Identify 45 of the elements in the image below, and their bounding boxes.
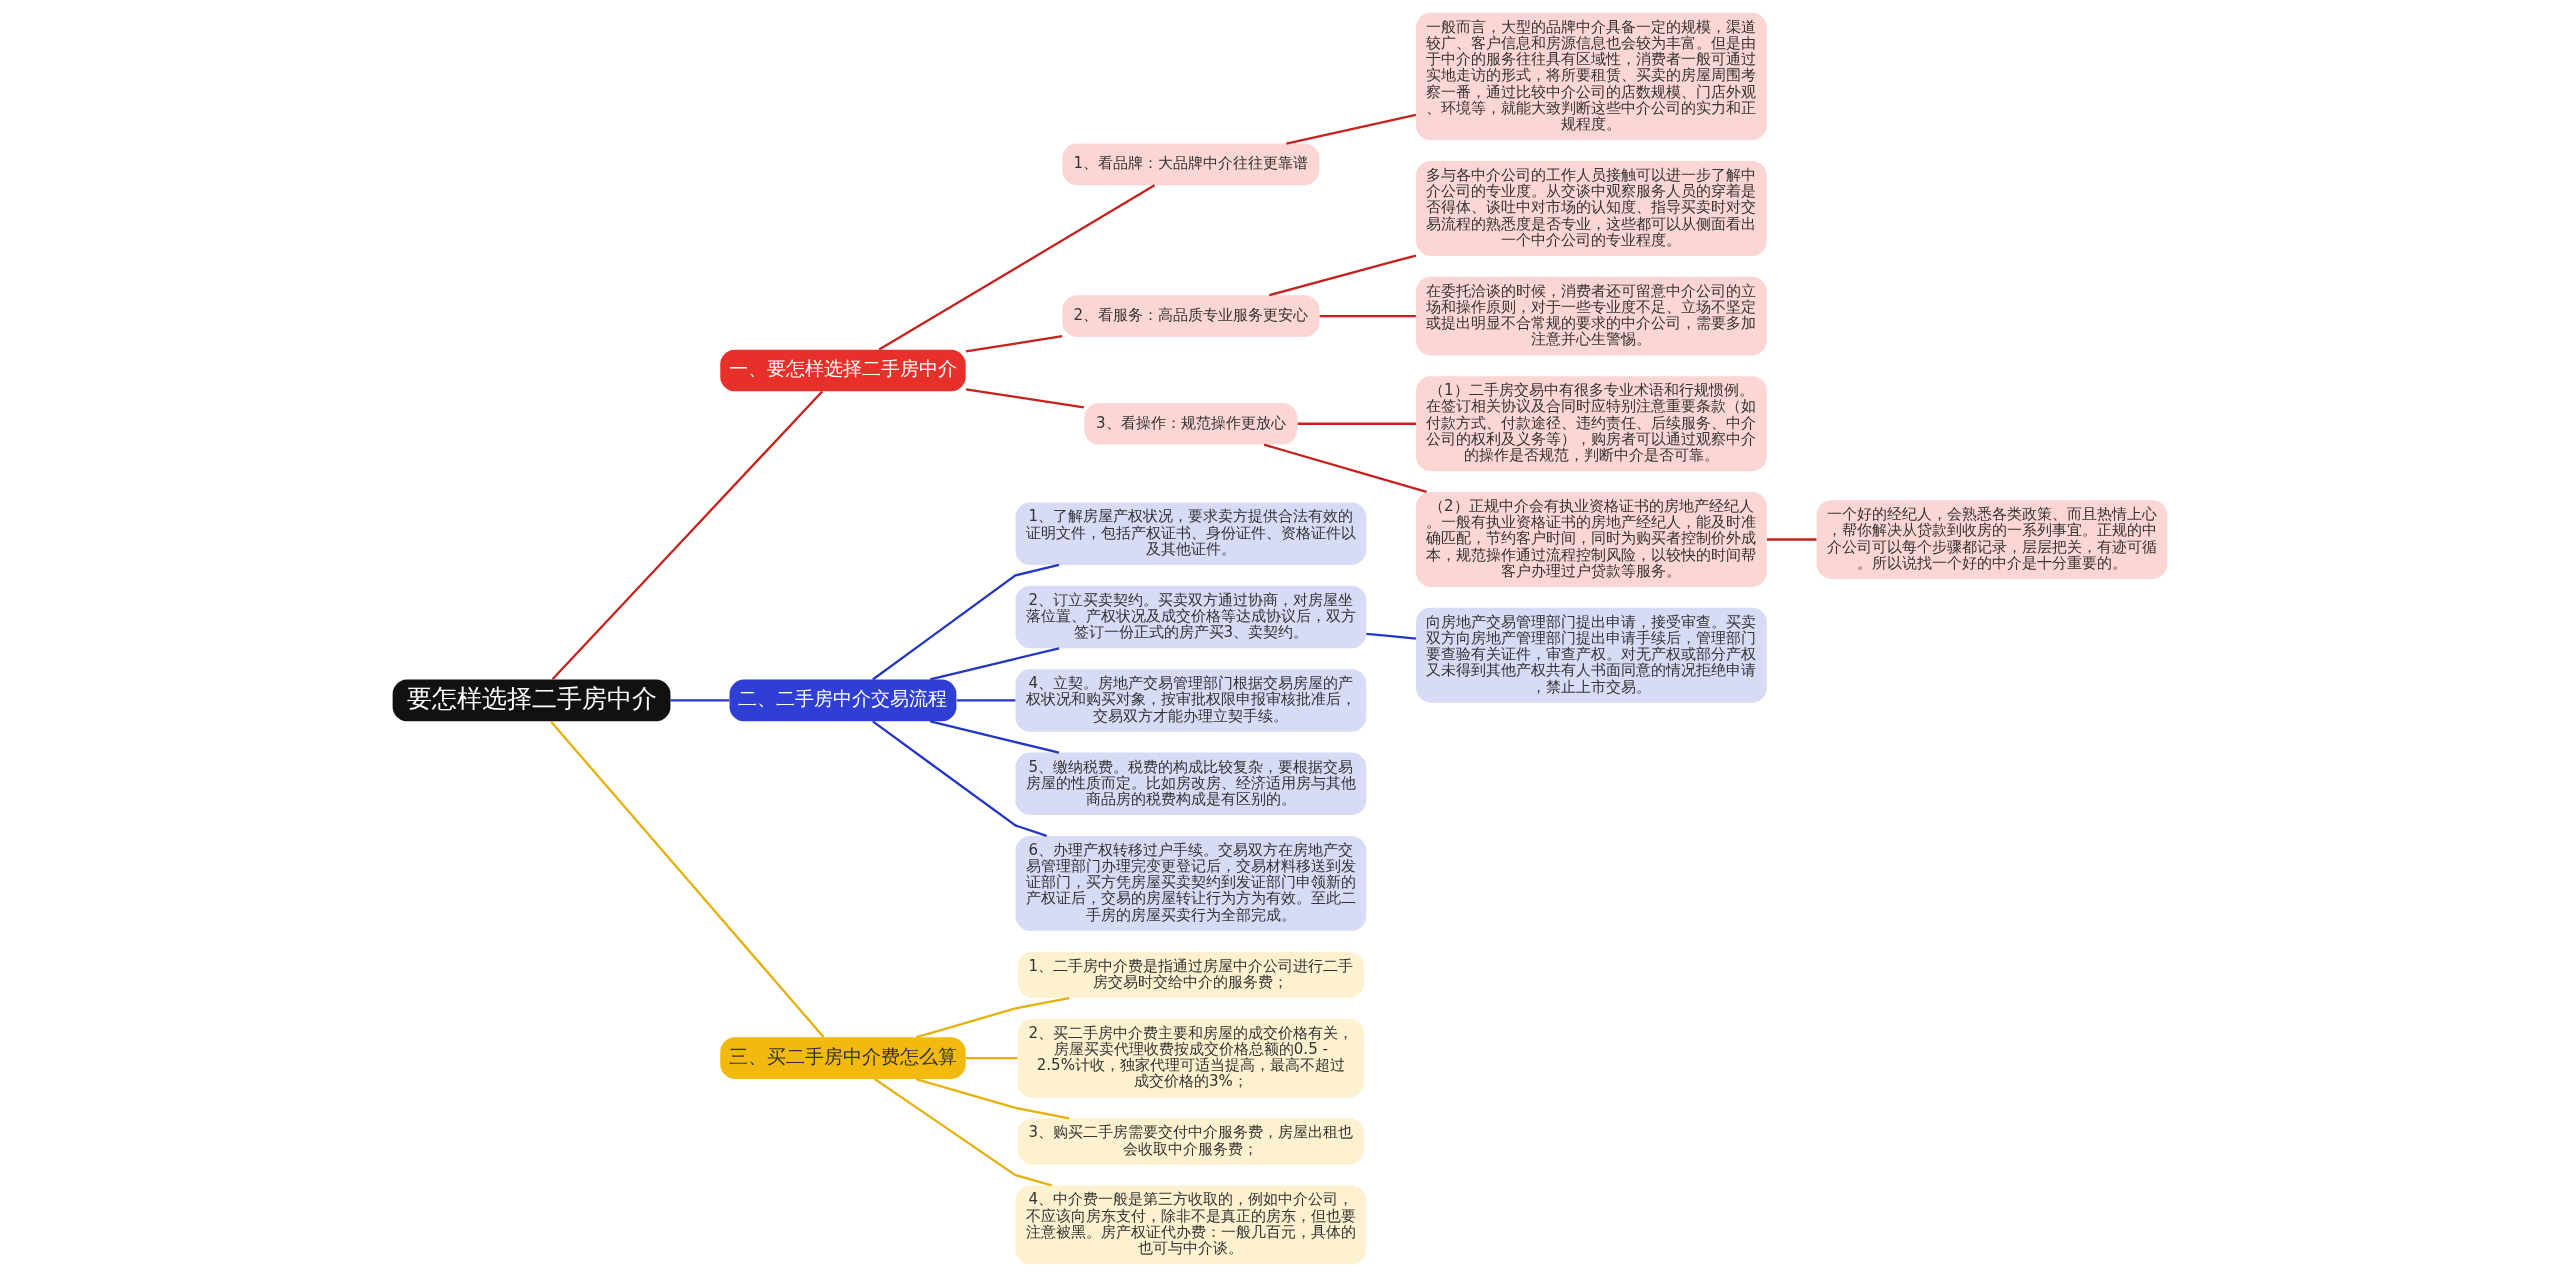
connector	[551, 390, 823, 681]
node-box: 1、看品牌：大品牌中介往往更靠谱	[1062, 143, 1320, 186]
connector	[965, 335, 1063, 353]
node-box: 5、缴纳税费。税费的构成比较复杂，要根据交易房屋的性质而定。比如房改房、经济适用房与其他商品房的税费构成是有区别的。	[1015, 752, 1367, 816]
connector	[915, 996, 1070, 1039]
node-box: 二、二手房中介交易流程	[729, 679, 957, 722]
node-box: 3、购买二手房需要交付中介服务费，房屋出租也会收取中介服务费；	[1017, 1118, 1364, 1165]
node-box: 4、中介费一般是第三方收取的，例如中介公司，不应该向房东支付，除非不是真正的房东，但也要注意被黑。房产权证代办费：一般几百元，具体的也可与中介谈。	[1015, 1185, 1367, 1265]
connector	[915, 1078, 1070, 1120]
connector	[550, 721, 825, 1038]
connector	[1319, 314, 1416, 318]
node-box: 多与各中介公司的工作人员接触可以进一步了解中介公司的专业度。从交谈中观察服务人员的穿着是否得体、谈吐中对市场的认知度、指导买卖时对交易流程的熟悉度是否专业，这些都可以从侧面看出一个中介公司的专业程度。	[1416, 160, 1767, 256]
connector	[670, 699, 730, 702]
node-box: 2、订立买卖契约。买卖双方通过协商，对房屋坐落位置、产权状况及成交价格等达成协议后，双方签订一份正式的房产买3、卖契约。	[1015, 585, 1367, 649]
connector	[965, 388, 1085, 409]
node-box: 三、买二手房中介费怎么算	[720, 1037, 966, 1079]
node-box: 2、买二手房中介费主要和房屋的成交价格有关，房屋买卖代理收费按成交价格总额的0.5 - 2.5%计收，独家代理可适当提高，最高不超过成交价格的3%；	[1017, 1018, 1364, 1098]
connector	[930, 720, 1060, 754]
node-box: 一、要怎样选择二手房中介	[720, 349, 966, 392]
node-box: 3、看操作：规范操作更放心	[1084, 402, 1298, 445]
node-box: 1、二手房中介费是指通过房屋中介公司进行二手房交易时交给中介的服务费；	[1017, 951, 1364, 998]
connector	[872, 563, 1060, 681]
connector	[1297, 422, 1416, 425]
node-box: 一般而言，大型的品牌中介具备一定的规模，渠道较广、客户信息和房源信息也会较为丰富。但是由于中介的服务往往具有区域性，消费者一般可通过实地走访的形式，将所要租赁、买卖的房屋周围考察一番，通过比较中介公司的店数规模、门店外观、环境等，就能大致判断这些中介公司的实力和正规程度。	[1416, 12, 1767, 141]
node-box: （1）二手房交易中有很多专业术语和行规惯例。在签订相关协议及合同时应特别注意重要条款（如付款方式、付款途径、违约责任、后续服务、中介公司的权利及义务等），购房者可以通过观察中介的操作是否规范，判断中介是否可靠。	[1416, 376, 1767, 472]
connector	[965, 1057, 1018, 1060]
connector	[1263, 443, 1427, 494]
connector	[872, 720, 1047, 837]
connector	[1766, 538, 1817, 541]
node-box: 2、看服务：高品质专业服务更安心	[1062, 295, 1320, 337]
connector	[930, 647, 1060, 681]
node-box: （2）正规中介会有执业资格证书的房地产经纪人。一般有执业资格证书的房地产经纪人，能及时准确匹配，节约客户时间，同时为购买者控制价外成本，规范操作通过流程控制风险，以较快的时间帮客户办理过户贷款等服务。	[1416, 492, 1767, 587]
node-box: 要怎样选择二手房中介	[392, 679, 671, 722]
connector	[1286, 113, 1417, 145]
connector	[956, 699, 1016, 702]
connector	[1268, 254, 1417, 297]
node-box: 4、立契。房地产交易管理部门根据交易房屋的产权状况和购买对象，按审批权限申报审核批准后，交易双方才能办理立契手续。	[1015, 669, 1367, 732]
node-box: 向房地产交易管理部门提出申请，接受审查。买卖双方向房地产管理部门提出申请手续后，管理部门要查验有关证件，审查产权。对无产权或部分产权又未得到其他产权共有人书面同意的情况拒绝申请，禁止上市交易。	[1416, 607, 1767, 703]
connector	[878, 184, 1156, 351]
connector	[1366, 632, 1416, 640]
node-box: 6、办理产权转移过户手续。交易双方在房地产交易管理部门办理完变更登记后，交易材料移送到发证部门，买方凭房屋买卖契约到发证部门申领新的产权证后，交易的房屋转让行为方为有效。至此二手房的房屋买卖行为全部完成。	[1015, 835, 1367, 931]
node-box: 一个好的经纪人，会熟悉各类政策、而且热情上心，帮你解决从贷款到收房的一系列事宜。正规的中介公司可以每个步骤都记录，层层把关，有迹可循。所以说找一个好的中介是十分重要的。	[1816, 500, 2168, 579]
connector	[874, 1078, 1052, 1187]
node-box: 1、了解房屋产权状况，要求卖方提供合法有效的证明文件，包括产权证书、身份证件、资格证件以及其他证件。	[1015, 502, 1367, 565]
node-box: 在委托洽谈的时候，消费者还可留意中介公司的立场和操作原则，对于一些专业度不足、立场不坚定或提出明显不合常规的要求的中介公司，需要多加注意并心生警惕。	[1416, 276, 1767, 356]
